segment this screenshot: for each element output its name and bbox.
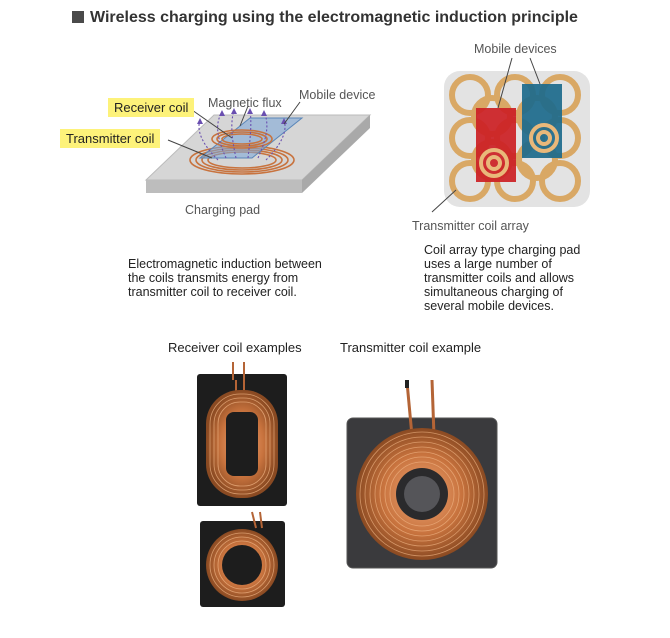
transmitter-coil-array-label: Transmitter coil array <box>412 219 529 233</box>
charging-pad-diagram <box>144 101 372 193</box>
right-description-line: Coil array type charging pad <box>424 243 581 257</box>
red-device-coil <box>479 148 509 178</box>
transmitter-coil-example-caption: Transmitter coil example <box>340 340 482 355</box>
right-description-line: several mobile devices. <box>424 299 554 313</box>
charging-pad-side <box>302 115 370 193</box>
left-description: Electromagnetic induction between the co… <box>128 257 322 299</box>
blue-device-coil <box>529 123 559 153</box>
right-description-line: simultaneous charging of <box>424 285 563 299</box>
receiver-coil-graphic <box>211 129 273 149</box>
right-description-line: transmitter coils and allows <box>424 271 575 285</box>
right-description: Coil array type charging pad uses a larg… <box>424 243 580 313</box>
coil-array-leader-lines <box>431 57 541 213</box>
left-description-line: Electromagnetic induction between <box>128 257 322 271</box>
receiver-coil-photo-1 <box>197 362 287 506</box>
coil-array-pad <box>444 71 590 207</box>
charging-pad-label: Charging pad <box>185 203 261 217</box>
magnetic-flux-arrowheads <box>197 108 287 124</box>
left-description-line: transmitter coil to receiver coil. <box>128 285 297 299</box>
title-square-icon <box>72 11 84 23</box>
receiver-coil-photo-2 <box>200 511 285 607</box>
page-title: Wireless charging using the electromagne… <box>72 9 578 27</box>
right-description-line: uses a large number of <box>424 257 552 271</box>
leader-lines <box>167 101 301 159</box>
transmitter-coil-label: Transmitter coil <box>60 129 161 148</box>
left-description-line: the coils transmits energy from <box>128 271 299 285</box>
transmitter-coil-photo <box>346 379 498 569</box>
coil-array-diagram <box>431 57 590 213</box>
title-text: Wireless charging using the electromagne… <box>90 9 578 26</box>
mobile-devices-label: Mobile devices <box>474 42 557 56</box>
mobile-device-label: Mobile device <box>299 88 376 102</box>
receiver-coil-label: Receiver coil <box>108 98 195 117</box>
receiver-coil-examples-caption: Receiver coil examples <box>168 340 302 355</box>
mobile-device-graphic <box>198 117 304 159</box>
magnetic-flux-label: Magnetic flux <box>208 96 282 110</box>
charging-pad-front <box>146 180 302 193</box>
